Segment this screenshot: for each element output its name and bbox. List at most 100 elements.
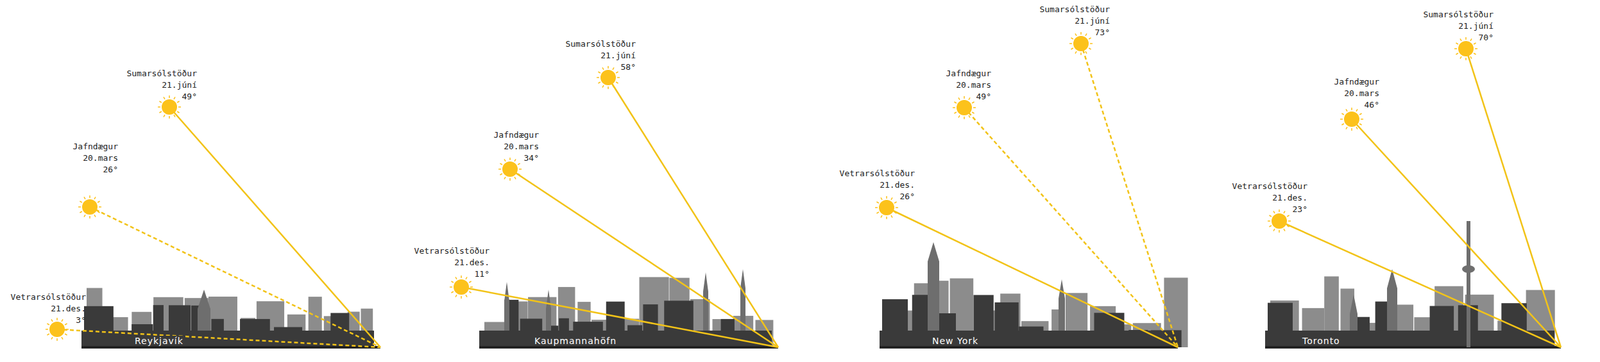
- sun-ray: [177, 111, 179, 113]
- ground-line: [479, 346, 779, 349]
- sun-ray: [514, 159, 516, 162]
- sun-ray: [894, 212, 897, 214]
- date-label: 21.júní: [1074, 15, 1110, 27]
- sun-ray: [61, 337, 63, 340]
- sun-ray: [1455, 53, 1458, 55]
- sun-ray: [894, 202, 897, 204]
- sun-ray: [1356, 127, 1358, 129]
- sun-ray: [891, 197, 893, 200]
- ground-line: [1265, 346, 1561, 349]
- sun-ray: [157, 106, 161, 108]
- sun-ray: [84, 214, 86, 217]
- sun-disc: [161, 99, 178, 115]
- city-name: Reykjavík: [132, 336, 186, 347]
- sun-ray: [1089, 42, 1093, 45]
- sun-ray: [1278, 209, 1280, 213]
- angle-label: 46°: [1364, 99, 1380, 111]
- sun-ray: [968, 115, 971, 118]
- sun-ray: [602, 85, 604, 88]
- sun-disc: [49, 322, 65, 338]
- sun-ray: [468, 291, 471, 294]
- sun-icon: [1340, 107, 1364, 131]
- sun-ray: [607, 66, 609, 69]
- sun-icon: [78, 195, 102, 219]
- sun-ray: [1460, 38, 1462, 41]
- sun-ray: [94, 214, 96, 217]
- sun-ray: [617, 76, 620, 79]
- sun-ray: [1286, 225, 1289, 228]
- season-label: Sumarsólstöður: [1422, 8, 1494, 21]
- sun-ray: [173, 114, 176, 117]
- sun-ray: [56, 318, 58, 321]
- sun-ray: [971, 102, 974, 104]
- season-label: Vetrarsólstöður: [1232, 180, 1308, 193]
- sun-ray-line: [57, 329, 381, 348]
- sun-ray-line: [89, 207, 381, 348]
- sun-ray: [173, 96, 176, 99]
- sun-ray: [499, 173, 502, 176]
- sun-ray: [89, 216, 91, 219]
- sun-ray: [1273, 229, 1275, 231]
- sun-ray: [465, 295, 468, 298]
- sun-ray: [1341, 123, 1344, 126]
- sun-ray: [1360, 118, 1364, 120]
- cn-tower: [1466, 221, 1471, 348]
- sun-icon: [952, 96, 976, 120]
- sun-disc: [502, 161, 518, 178]
- date-label: 21.júní: [161, 79, 197, 92]
- sun-ray-line: [1279, 221, 1561, 348]
- sun-ray: [891, 215, 893, 218]
- sun-ray: [509, 157, 511, 161]
- sun-ray: [78, 206, 81, 208]
- season-label: Jafndægur: [493, 129, 539, 142]
- sun-ray: [1460, 56, 1462, 59]
- sun-ray: [1473, 53, 1476, 55]
- sun-ray: [1273, 211, 1275, 213]
- sun-ray-line: [964, 107, 1178, 348]
- ground-line: [879, 346, 1178, 349]
- season-label: Jafndægur: [73, 141, 119, 153]
- sun-ray: [46, 334, 49, 336]
- sun-ray: [94, 196, 96, 199]
- sun-ray: [1351, 128, 1353, 131]
- sun-ray: [602, 67, 604, 70]
- sun-ray: [517, 163, 520, 165]
- sun-ray: [880, 215, 883, 218]
- sun-ray: [968, 97, 971, 100]
- angle-label: 26°: [103, 164, 119, 176]
- sun-ray: [1465, 37, 1467, 40]
- sun-ray: [963, 116, 965, 120]
- season-label: Jafndægur: [946, 68, 992, 80]
- season-label: Sumarsólstöður: [1039, 3, 1110, 16]
- sun-ray: [880, 197, 883, 200]
- sun-ray: [168, 95, 171, 99]
- sun-ray: [1070, 48, 1073, 50]
- sun-icon: [596, 66, 620, 90]
- sun-ray: [1341, 113, 1344, 115]
- sun-disc: [1344, 111, 1360, 128]
- sun-ray: [1455, 42, 1458, 45]
- sun-ray: [517, 173, 520, 176]
- sun-ray: [168, 116, 171, 119]
- sun-ray: [1088, 48, 1091, 50]
- sun-ray: [1465, 57, 1467, 61]
- sun-ray: [1345, 109, 1348, 111]
- sun-ray: [1075, 51, 1077, 54]
- sun-ray: [449, 286, 453, 289]
- sun-ray: [953, 112, 956, 114]
- date-label: 20.mars: [1344, 87, 1380, 100]
- sun-ray: [519, 168, 522, 171]
- angle-label: 49°: [182, 91, 197, 103]
- sun-ray: [509, 178, 511, 181]
- sun-disc: [956, 100, 972, 116]
- sun-ray: [885, 216, 888, 220]
- sun-ray: [451, 281, 453, 283]
- sun-ray-line: [608, 77, 779, 348]
- sun-ray: [468, 281, 471, 283]
- city-name: Kaupmannahöfn: [532, 336, 619, 347]
- sun-ray: [455, 277, 457, 280]
- angle-label: 34°: [524, 152, 539, 165]
- sun-ray: [1080, 32, 1082, 35]
- sun-ray-line: [886, 207, 1178, 348]
